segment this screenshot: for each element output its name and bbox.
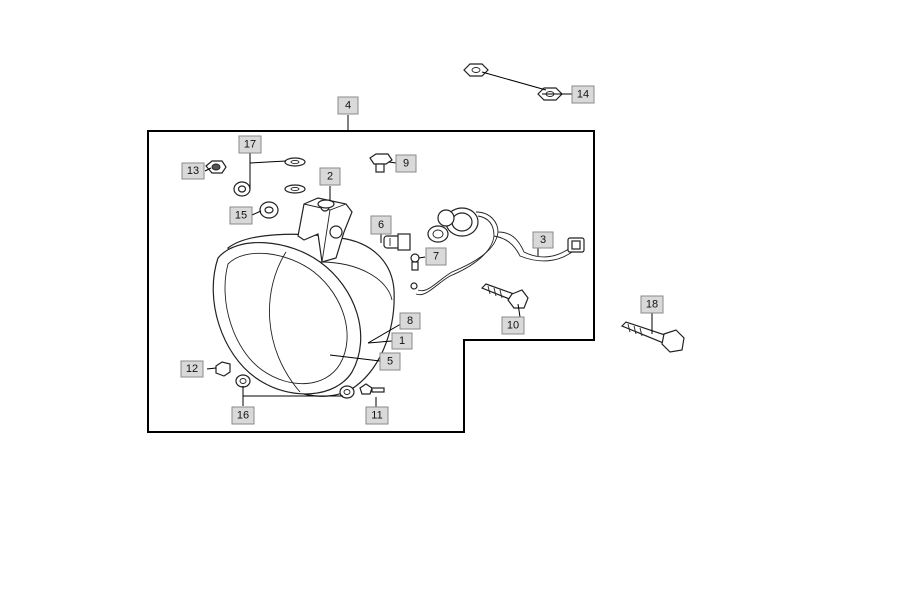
screw-11 [359, 383, 385, 395]
callout-9: 9 [395, 154, 417, 173]
callout-9-label: 9 [403, 158, 409, 170]
callout-13: 13 [181, 162, 205, 180]
callout-6: 6 [370, 215, 392, 235]
callout-14: 14 [571, 85, 595, 104]
callout-8: 8 [399, 312, 421, 330]
callout-5-label: 5 [387, 356, 393, 368]
nut-14-a [463, 63, 489, 77]
callout-7-label: 7 [433, 251, 439, 263]
bolt-10 [480, 283, 529, 309]
callout-3: 3 [532, 231, 554, 249]
mounting-bracket [297, 197, 353, 263]
callout-1-label: 1 [399, 335, 405, 347]
bulb-7 [410, 253, 420, 271]
callout-13-label: 13 [187, 165, 199, 177]
assembly-outline [147, 130, 595, 433]
headlight-housing [212, 233, 418, 397]
callout-10-label: 10 [507, 320, 519, 332]
callout-3-label: 3 [540, 234, 546, 246]
washer-17-b [233, 181, 251, 197]
callout-12-label: 12 [186, 363, 198, 375]
callout-18: 18 [640, 295, 664, 314]
washer-15-b [259, 201, 279, 219]
callout-12: 12 [180, 360, 204, 378]
bulb-6 [383, 233, 411, 251]
washer-16-b [339, 385, 355, 399]
nut-13 [205, 160, 227, 174]
wiring-harness-3 [415, 207, 585, 296]
callout-4-label: 4 [345, 100, 351, 112]
callout-1: 1 [391, 332, 413, 350]
callout-14-label: 14 [577, 89, 589, 101]
callout-7: 7 [425, 247, 447, 266]
callout-17: 17 [238, 135, 262, 154]
callout-18-label: 18 [646, 299, 658, 311]
callout-8-label: 8 [407, 315, 413, 327]
callout-4: 4 [337, 96, 359, 115]
callout-5: 5 [379, 352, 401, 371]
callout-6-label: 6 [378, 219, 384, 231]
callout-17-label: 17 [244, 139, 256, 151]
bracket-top-nut [317, 199, 335, 209]
cap-bolt-9 [369, 153, 393, 173]
callout-11-label: 11 [371, 410, 382, 422]
callout-15-label: 15 [235, 210, 247, 222]
nut-12 [215, 361, 231, 377]
callout-11: 11 [365, 406, 389, 425]
bolt-18 [620, 321, 685, 353]
callout-16-label: 16 [237, 410, 249, 422]
washer-17 [284, 157, 306, 167]
callout-2-label: 2 [327, 171, 333, 183]
washer-15-a [284, 184, 306, 194]
washer-16-a [235, 374, 251, 388]
callout-2: 2 [319, 167, 341, 186]
callout-15: 15 [229, 206, 253, 225]
callout-16: 16 [231, 406, 255, 425]
callout-10: 10 [501, 316, 525, 335]
